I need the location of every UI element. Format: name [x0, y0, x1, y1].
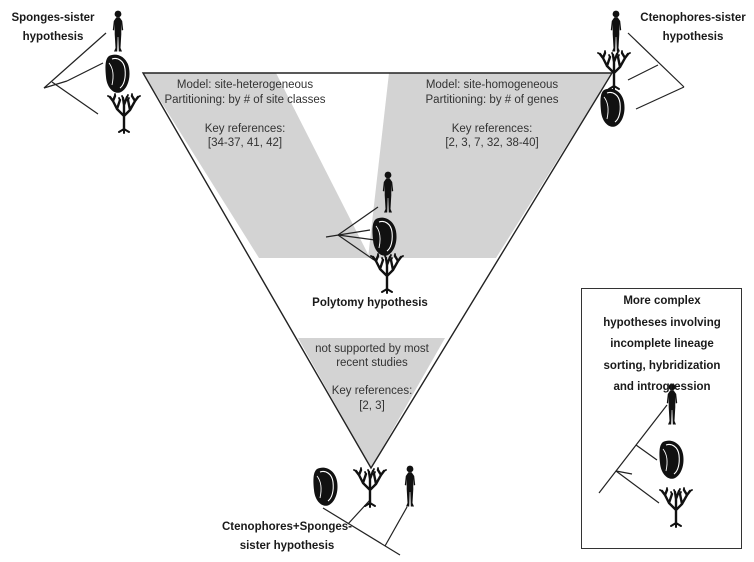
ctenophores-sponges-sister-label: Ctenophores+Sponges- sister hypothesis [221, 521, 353, 552]
ctenophores-sister-label: Ctenophores-sister hypothesis [640, 12, 746, 43]
bottom-region-shade [298, 338, 445, 468]
triangle-outline [141, 72, 614, 470]
triangle [141, 72, 614, 470]
complex-tree [598, 404, 668, 504]
sponges-sister-label: Sponges-sister hypothesis [11, 12, 95, 43]
polytomy-tree [325, 206, 379, 261]
ctenophores-sister-tree [627, 32, 685, 110]
polytomy-label: Polytomy hypothesis [312, 297, 428, 309]
human-icon [112, 10, 124, 52]
bottom-refs-label: Key references: [331, 385, 413, 397]
left-refs-label: Key references: [204, 123, 286, 135]
right-model: Model: site-homogeneous [425, 79, 559, 91]
complex-hypotheses-label: More complex hypotheses involving incomp… [603, 295, 721, 393]
right-partitioning: Partitioning: by # of genes [425, 94, 559, 106]
left-model: Model: site-heterogeneous [176, 79, 314, 91]
left-refs: [34-37, 41, 42] [207, 137, 283, 149]
bottom-status: not supported by most recent studies [315, 343, 429, 369]
right-refs: [2, 3, 7, 32, 38-40] [445, 137, 539, 149]
sponge-icon [106, 92, 142, 135]
ctenophore-icon [104, 54, 131, 94]
sponges-sister-tree [43, 32, 107, 115]
right-region-shade [368, 73, 612, 258]
sponge-icon [352, 466, 388, 509]
complex-hypotheses-box [581, 288, 742, 549]
bottom-refs: [2, 3] [359, 400, 385, 412]
right-refs-label: Key references: [451, 123, 533, 135]
human-icon [404, 465, 416, 507]
human-icon [610, 10, 622, 52]
left-region-shade [143, 73, 370, 258]
sponge-icon [369, 252, 405, 295]
ctenophore-icon [599, 88, 626, 128]
left-partitioning: Partitioning: by # of site classes [164, 94, 326, 106]
ctenophore-icon [312, 467, 339, 507]
ctenophores-sponges-sister-tree [322, 499, 408, 556]
